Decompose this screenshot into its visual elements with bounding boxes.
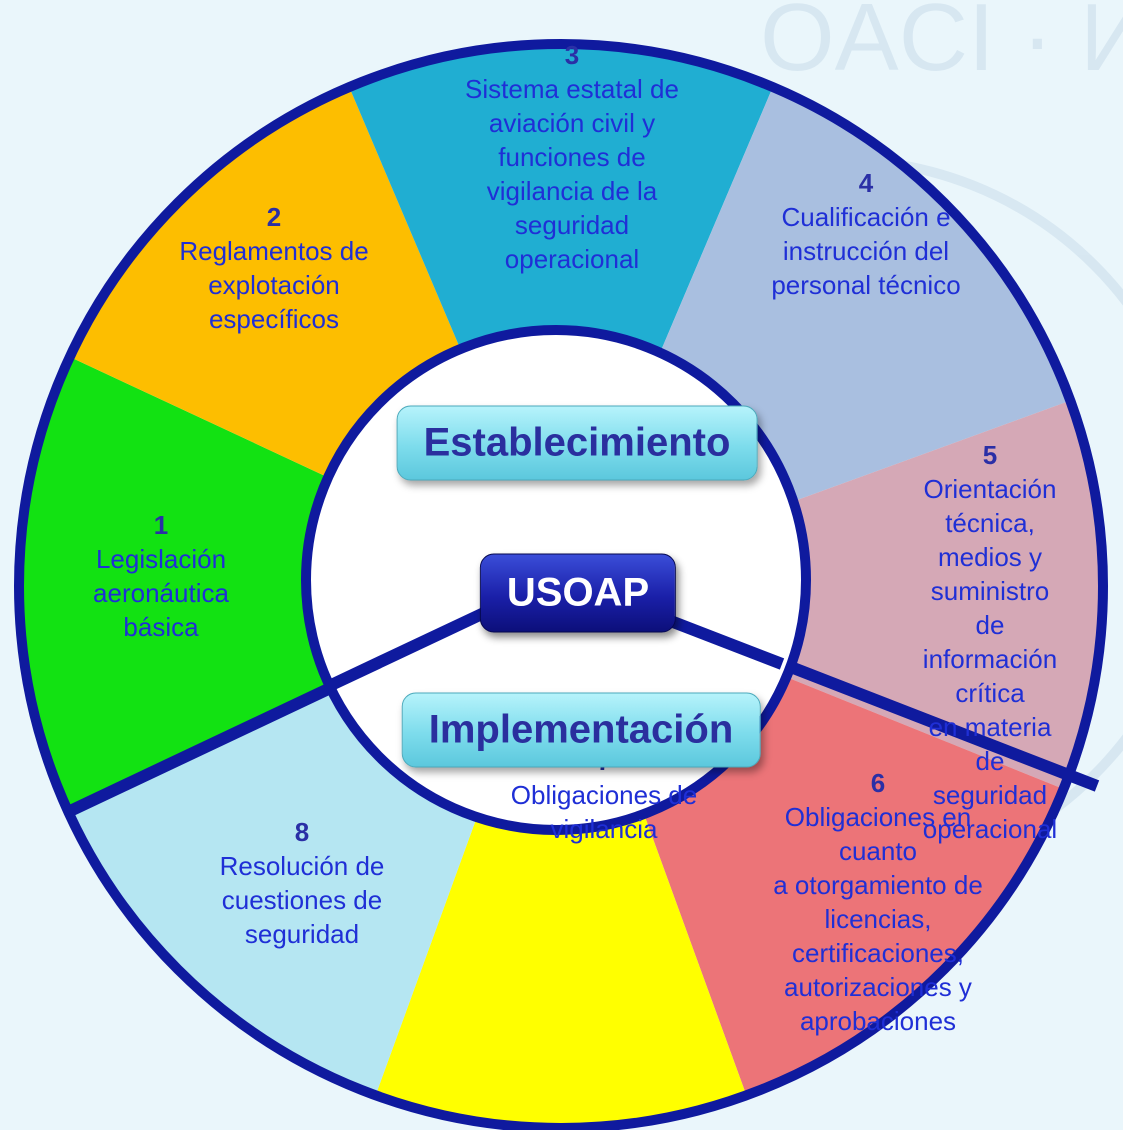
segment-2-number: 2 (266, 202, 282, 232)
inner-divider-left (324, 606, 489, 693)
segment-7-text: Obligaciones de vigilancia (510, 780, 698, 844)
segment-3-text: Sistema estatal de aviación civil y func… (465, 74, 679, 274)
segment-8-wedge (71, 687, 479, 1094)
segment-5-number: 5 (982, 440, 998, 470)
segment-7-label: 7 Obligaciones de vigilancia (511, 744, 697, 846)
segment-2-text: Reglamentos de explotación específicos (179, 236, 369, 334)
segment-6-wedge (643, 675, 1062, 1094)
segment-1-label: 1 Legislación aeronáutica básica (93, 508, 229, 644)
segment-8-label: 8 Resolución de cuestiones de seguridad (220, 815, 385, 951)
implementation-phase-label: Implementación (401, 692, 761, 768)
inner-divider-right (665, 614, 785, 670)
segment-4-text: Cualificación e instrucción del personal… (771, 202, 961, 300)
segment-8-number: 8 (294, 817, 310, 847)
segment-3-number: 3 (564, 40, 580, 70)
segment-7-wedge (376, 811, 746, 1126)
segment-6-label: 6 Obligaciones en cuanto a otorgamiento … (756, 766, 1001, 1038)
segment-8-text: Resolución de cuestiones de seguridad (219, 851, 385, 949)
segment-5-text: Orientación técnica, medios y suministro… (922, 474, 1058, 844)
segment-2-wedge (71, 88, 468, 485)
segment-3-wedge (350, 45, 772, 366)
segment-5-label: 5 Orientación técnica, medios y suminist… (923, 438, 1057, 846)
segment-1-text: Legislación aeronáutica básica (93, 544, 229, 642)
segment-2-label: 2 Reglamentos de explotación específicos (179, 200, 368, 336)
segment-4-number: 4 (858, 168, 874, 198)
segment-1-wedge (20, 357, 344, 815)
outer-ring-border (14, 39, 1108, 1130)
segment-1-number: 1 (153, 510, 169, 540)
segment-6-text: Obligaciones en cuanto a otorgamiento de… (773, 802, 983, 1036)
usoap-core-label: USOAP (479, 553, 677, 633)
segment-6-number: 6 (870, 768, 886, 798)
segment-3-label: 3 Sistema estatal de aviación civil y fu… (465, 38, 679, 276)
segment-4-label: 4 Cualificación e instrucción del person… (771, 166, 960, 302)
establishment-phase-label: Establecimiento (396, 405, 758, 481)
segment-4-wedge (654, 88, 1069, 504)
watermark-text: OACI · ИКАО (760, 0, 1123, 91)
